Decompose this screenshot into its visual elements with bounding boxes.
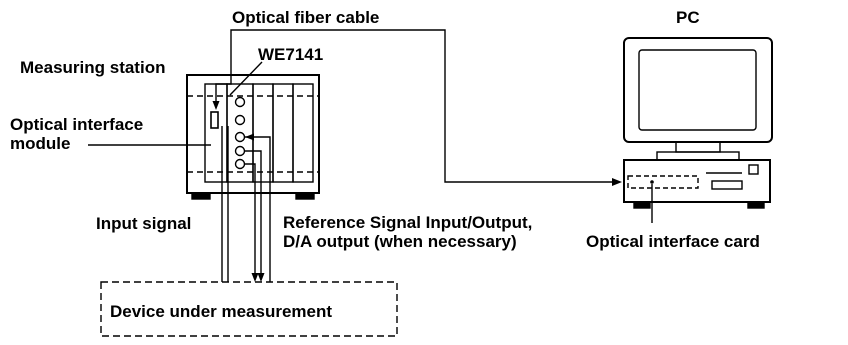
we7141-pointer-line — [229, 61, 263, 96]
reference-signal-label-line1: Reference Signal Input/Output, — [283, 213, 533, 232]
measuring-station-label: Measuring station — [20, 58, 166, 77]
reference-signal-label-line2: D/A output (when necessary) — [283, 232, 517, 251]
input-signal-lines — [221, 126, 229, 282]
we7141-label: WE7141 — [258, 45, 324, 64]
reference-signal-lines — [245, 133, 271, 282]
optical-interface-module-label-line1: Optical interface — [10, 115, 144, 134]
pc-label: PC — [676, 8, 700, 27]
pc-monitor — [623, 37, 773, 161]
device-under-measurement-label: Device under measurement — [110, 302, 333, 321]
optical-interface-card-label: Optical interface card — [586, 232, 760, 251]
device-box — [100, 281, 398, 337]
optical-interface-module-label-line2: module — [10, 134, 71, 153]
pc-base-unit — [623, 159, 771, 223]
input-signal-label: Input signal — [96, 214, 192, 233]
optical-fiber-cable-label: Optical fiber cable — [232, 8, 380, 27]
optical-fiber-cable-line — [212, 29, 622, 186]
